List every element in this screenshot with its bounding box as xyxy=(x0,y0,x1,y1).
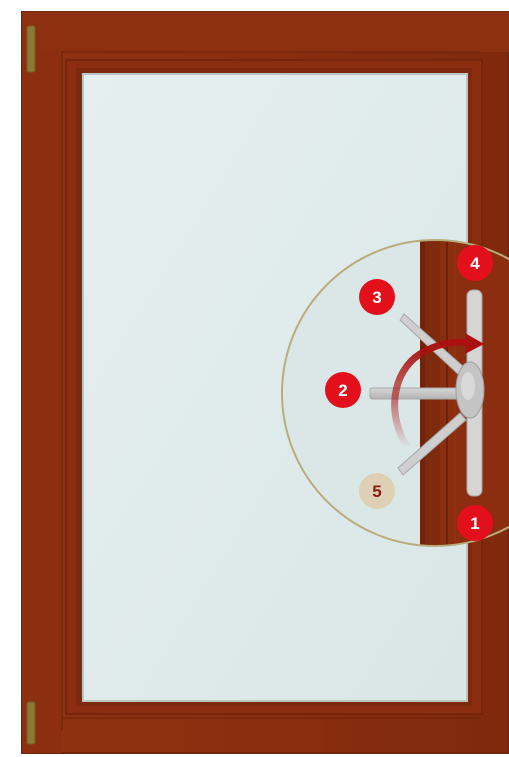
callout-5: 5 xyxy=(359,473,395,509)
lever-position-2 xyxy=(370,388,462,399)
callout-number: 1 xyxy=(470,514,479,533)
callout-4: 4 xyxy=(457,245,493,281)
callout-number: 2 xyxy=(338,381,347,400)
callout-number: 5 xyxy=(372,482,381,501)
callout-3: 3 xyxy=(359,279,395,315)
callout-number: 3 xyxy=(372,288,381,307)
callout-number: 4 xyxy=(470,254,480,273)
hinge-icon xyxy=(27,26,35,72)
callout-1: 1 xyxy=(457,505,493,541)
hinge-icon xyxy=(27,702,35,744)
callout-2: 2 xyxy=(325,372,361,408)
